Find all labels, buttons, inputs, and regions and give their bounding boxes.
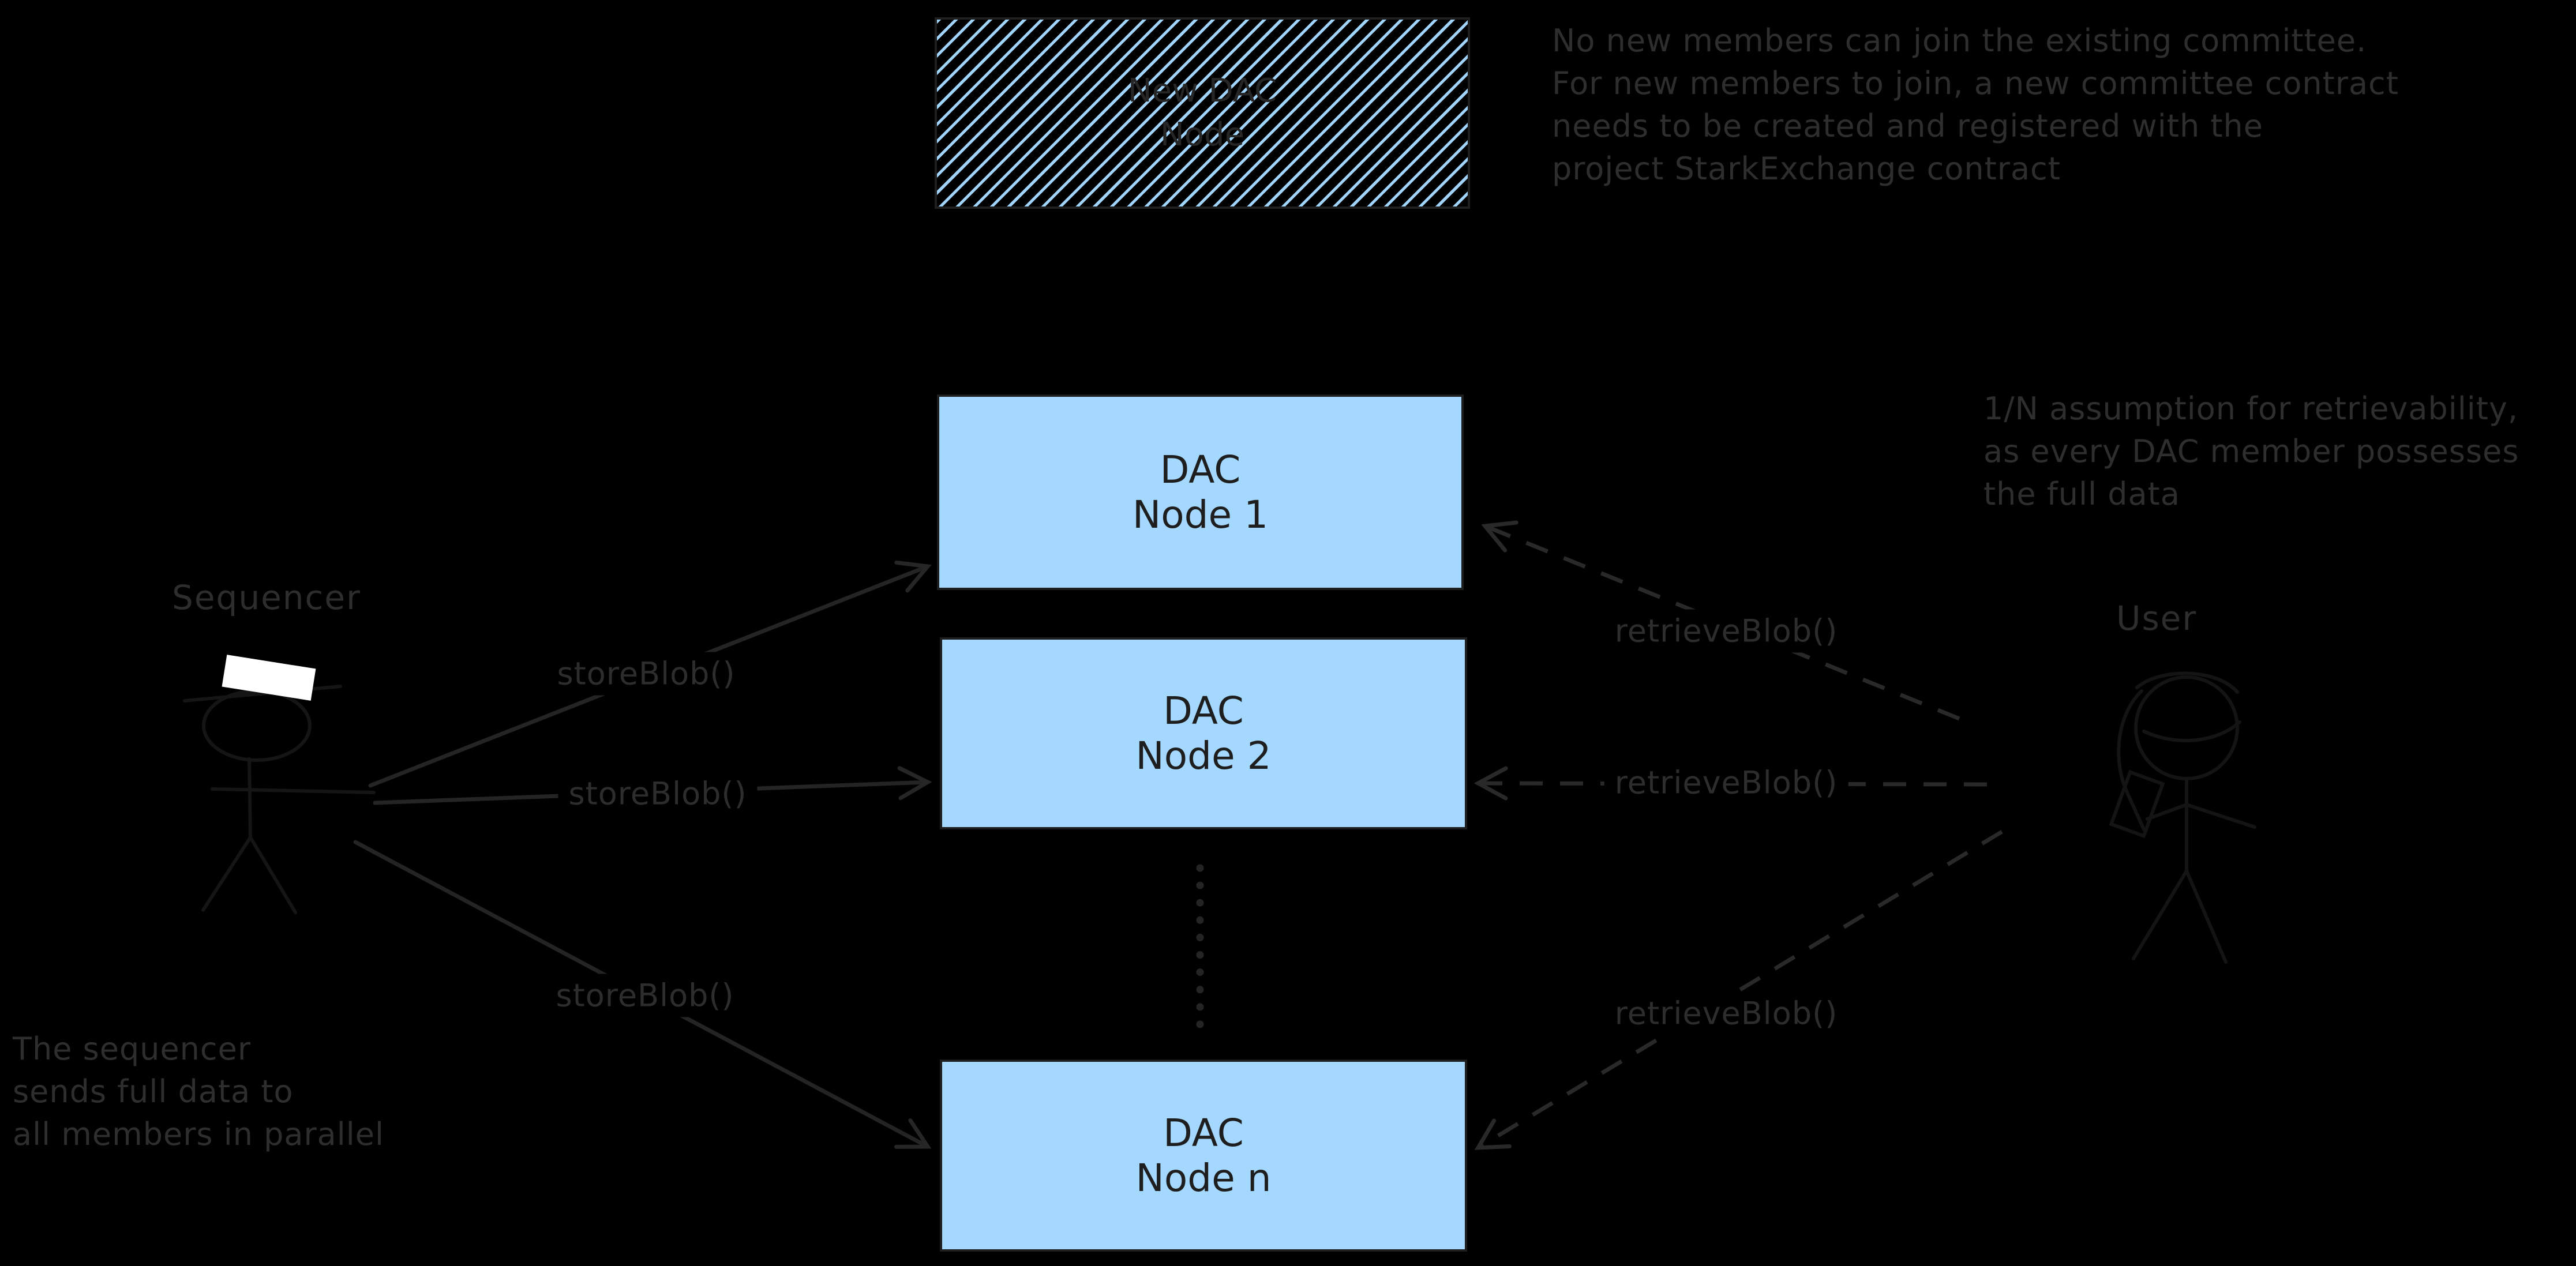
retrievability-note: 1/N assumption for retrievability, as ev…	[1983, 390, 2519, 512]
dac-node-2-box: DAC Node 2	[940, 637, 1467, 829]
user-label: User	[2116, 599, 2198, 638]
user-figure	[2117, 671, 2256, 964]
retrieve-blob-label-2: retrieveBlob()	[1604, 761, 1848, 805]
dac-node-1-label: DAC Node 1	[1132, 447, 1269, 537]
user-phone	[2109, 769, 2165, 839]
dac-node-2-label: DAC Node 2	[1135, 688, 1272, 778]
committee-note: No new members can join the existing com…	[1552, 22, 2399, 187]
sequencer-hat-band	[222, 655, 316, 701]
new-dac-node-label: New DAC Node	[1127, 72, 1277, 153]
sequencer-figure	[183, 685, 376, 914]
sequencer-label: Sequencer	[172, 578, 361, 617]
store-blob-label-3: storeBlob()	[545, 974, 745, 1017]
dac-node-1-box: DAC Node 1	[937, 395, 1464, 590]
new-dac-node-box: New DAC Node	[935, 17, 1470, 209]
arrow-retrieve-node-n	[1474, 830, 2003, 1150]
retrieve-blob-label-3: retrieveBlob()	[1604, 991, 1848, 1035]
dac-node-n-box: DAC Node n	[940, 1060, 1467, 1252]
sequencer-note: The sequencer sends full data to all mem…	[13, 1031, 384, 1152]
store-blob-label-2: storeBlob()	[558, 772, 758, 816]
store-blob-label-1: storeBlob()	[546, 652, 746, 696]
retrieve-blob-label-1: retrieveBlob()	[1604, 609, 1848, 653]
dac-node-n-label: DAC Node n	[1135, 1110, 1272, 1200]
